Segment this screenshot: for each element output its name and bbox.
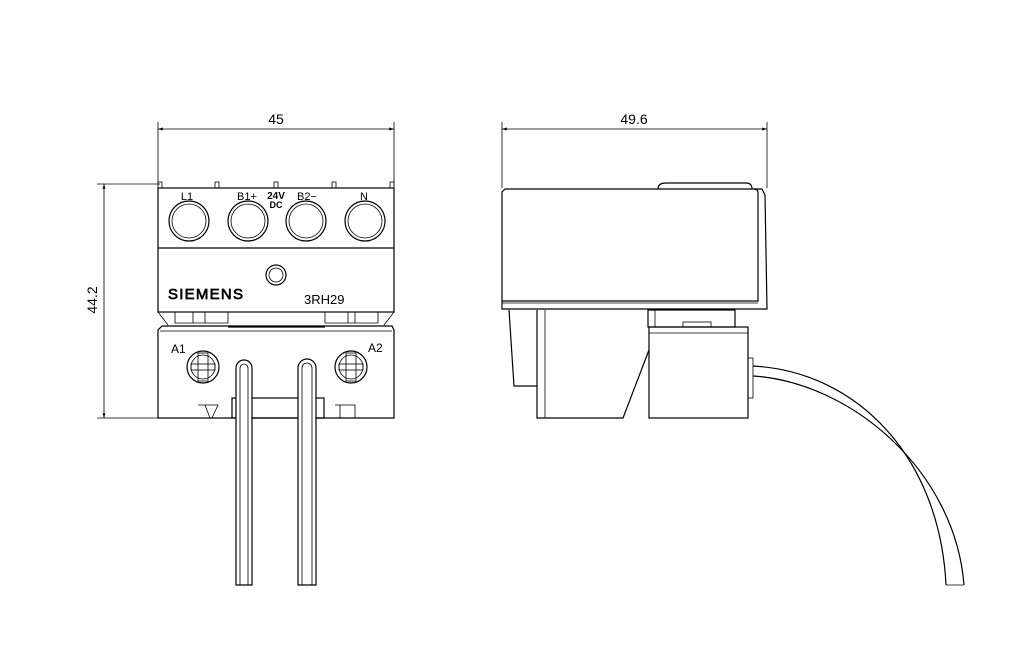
coil-wires <box>235 358 317 586</box>
coil-screw-a1 <box>186 350 220 384</box>
dimension-width-side: 49.6 <box>620 111 647 127</box>
side-view <box>501 182 965 586</box>
voltage-type-label: DC <box>270 200 283 210</box>
terminal-label-b2: B2− <box>297 191 317 203</box>
terminal-label-b1: B1+ <box>237 191 257 203</box>
front-width-dimension: 45 <box>157 111 395 186</box>
cable <box>752 365 965 586</box>
terminal-screws <box>168 200 386 242</box>
terminal-label-n: N <box>360 191 368 203</box>
coil-label-a1: A1 <box>171 342 186 356</box>
dimension-width-front: 45 <box>268 111 284 127</box>
siemens-logo: SIEMENS <box>168 286 243 303</box>
voltage-label: 24V <box>267 191 285 202</box>
front-view: L1 B1+ 24V DC B2− N SIEMENS 3RH29 A1 A2 <box>157 181 395 586</box>
dimension-height: 44.2 <box>84 286 100 313</box>
coil-screw-a2 <box>334 350 368 384</box>
side-width-dimension: 49.6 <box>501 111 768 188</box>
coil-label-a2: A2 <box>368 341 383 355</box>
height-dimension: 44.2 <box>84 183 160 419</box>
model-label: 3RH29 <box>304 292 344 307</box>
terminal-label-l1: L1 <box>181 191 193 203</box>
